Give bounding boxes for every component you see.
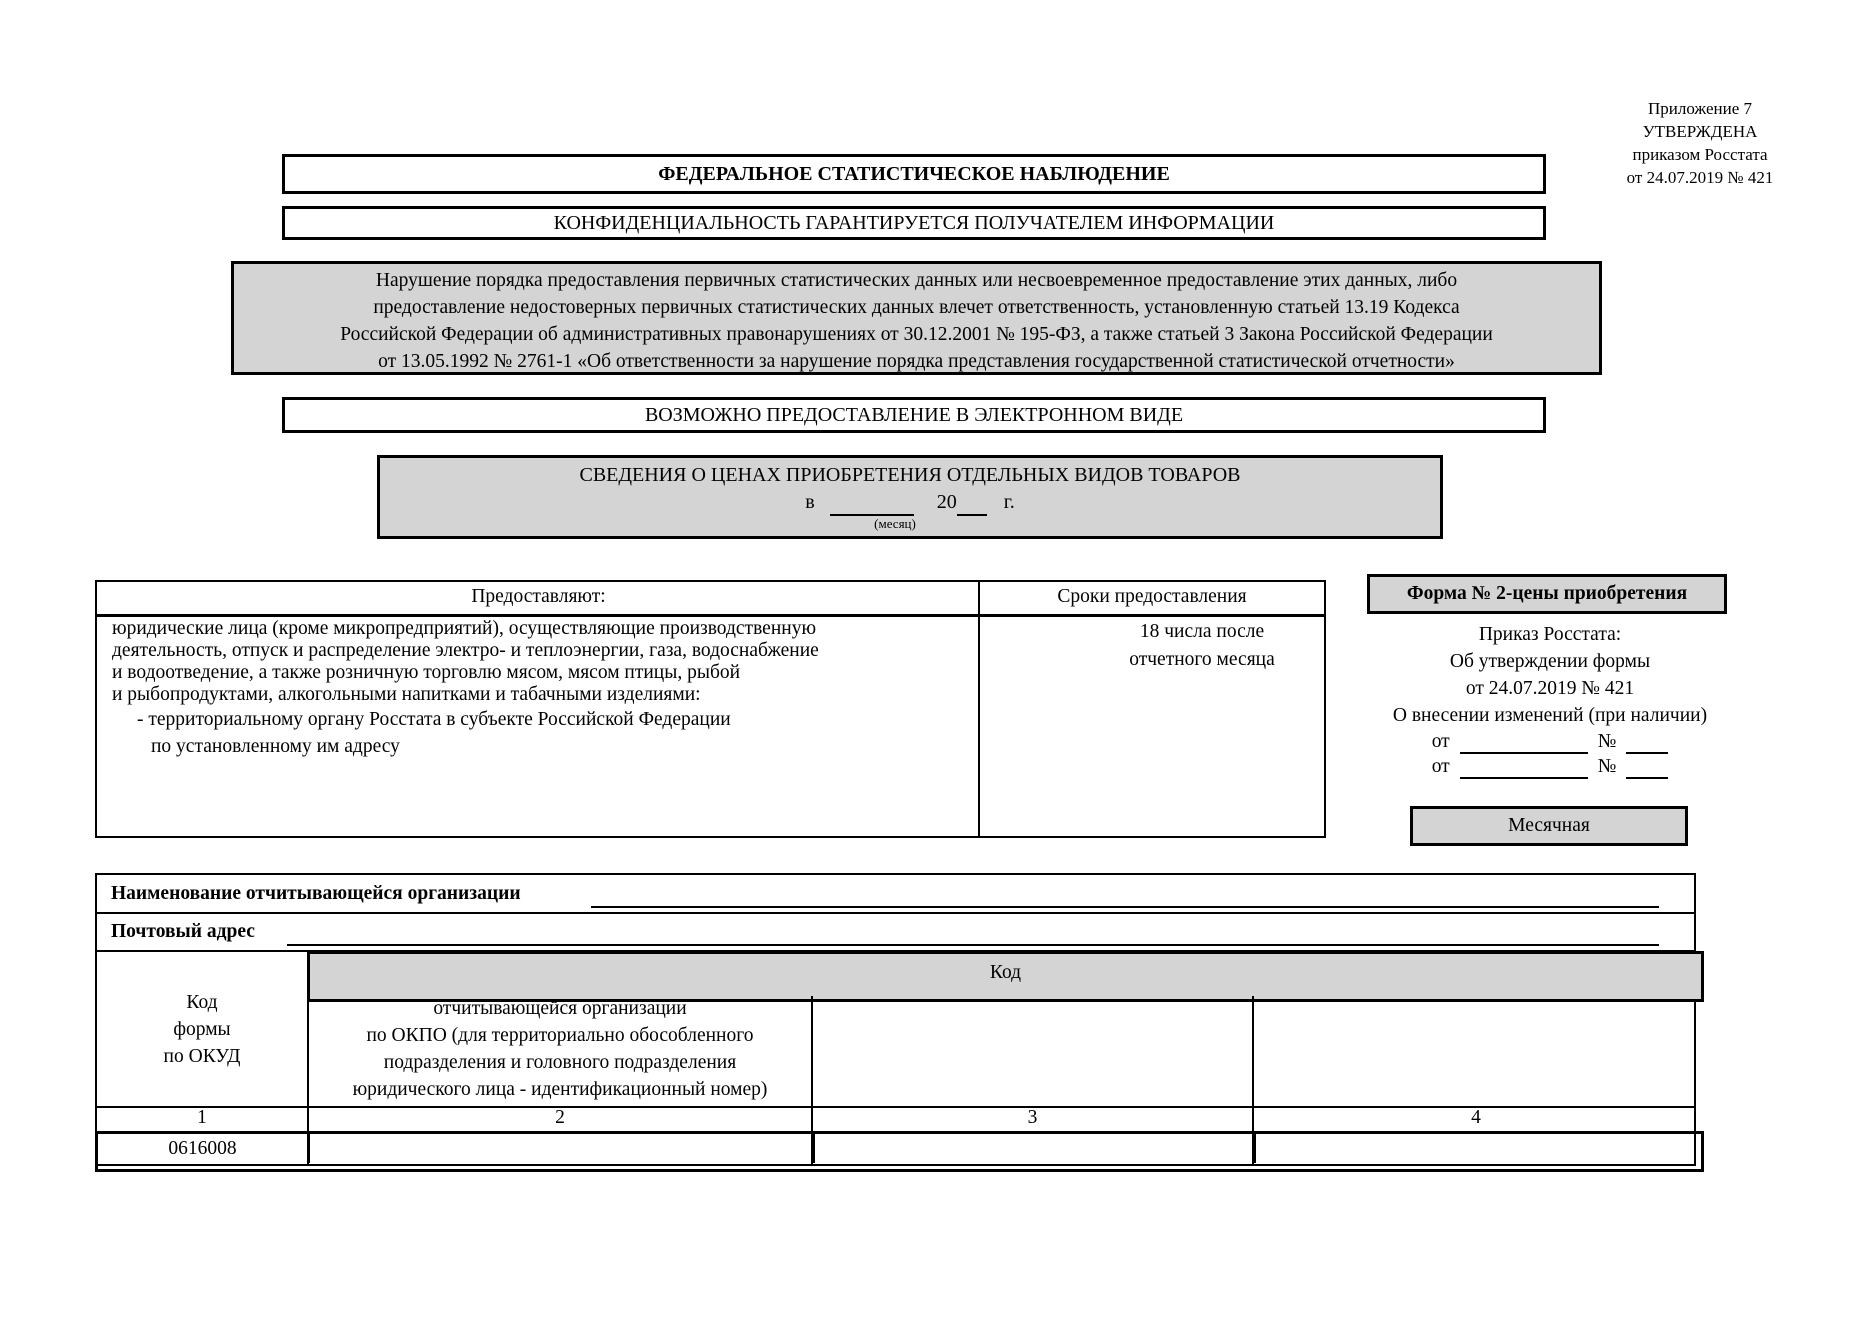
approval-label: Об утверждении формы xyxy=(1449,651,1651,672)
okud-header-line: Код xyxy=(186,992,218,1013)
code-field-3[interactable] xyxy=(815,1134,1253,1163)
year-prefix: 20 xyxy=(936,491,957,513)
org-name-field[interactable] xyxy=(591,906,1659,908)
okpo-header-line: отчитывающейся организации xyxy=(433,998,687,1019)
approval-date: от 24.07.2019 № 421 xyxy=(1465,678,1635,699)
deadline-line: 18 числа после xyxy=(1139,621,1265,642)
providers-description: юридические лица (кроме микропредприятий… xyxy=(112,618,1012,706)
col-divider xyxy=(1253,1134,1256,1163)
change-date-field[interactable] xyxy=(1459,757,1588,779)
okud-code-value: 0616008 xyxy=(168,1138,237,1159)
number-label: № xyxy=(1597,756,1617,777)
warning-line: от 13.05.1992 № 2761-1 «Об ответственнос… xyxy=(378,351,1455,372)
okpo-header-line: подразделения и головного подразделения xyxy=(383,1052,737,1073)
warning-line: Российской Федерации об административных… xyxy=(340,324,1493,345)
okpo-header-line: по ОКПО (для территориально обособленног… xyxy=(366,1025,754,1046)
submission-table: Предоставляют: Сроки предоставления юрид… xyxy=(95,580,1326,838)
period-prefix: в xyxy=(805,491,815,513)
change-row: от № xyxy=(1360,754,1740,779)
column-number: 1 xyxy=(197,1107,207,1128)
col-divider xyxy=(307,951,309,1166)
year-suffix: г. xyxy=(1003,491,1015,513)
providers-header: Предоставляют: xyxy=(97,582,980,617)
deadline-value: 18 числа после отчетного месяца xyxy=(1082,618,1322,674)
order-info: Приказ Росстата: Об утверждении формы от… xyxy=(1360,621,1740,779)
year-field[interactable] xyxy=(956,490,987,516)
code-values-row: 0616008 xyxy=(95,1131,1704,1172)
change-row: от № xyxy=(1360,729,1740,754)
change-date-field[interactable] xyxy=(1459,732,1588,754)
periodicity-badge: Месячная xyxy=(1410,806,1688,846)
col-divider xyxy=(812,1134,815,1163)
approved-by-label: приказом Росстата xyxy=(1632,145,1768,164)
recipient-list-item: - территориальному органу Росстата в суб… xyxy=(137,706,997,760)
code-field-4[interactable] xyxy=(1256,1134,1693,1163)
description-line: и водоотведение, а также розничную торго… xyxy=(112,662,741,683)
description-line: и рыбопродуктами, алкогольными напитками… xyxy=(112,684,701,705)
legal-warning: Нарушение порядка предоставления первичн… xyxy=(231,261,1602,375)
warning-line: Нарушение порядка предоставления первичн… xyxy=(375,270,1458,291)
recipient-line: - территориальному органу Росстата в суб… xyxy=(137,709,731,730)
okpo-header-line: юридического лица - идентификационный но… xyxy=(352,1079,768,1100)
form-number-badge: Форма № 2-цены приобретения xyxy=(1367,574,1727,614)
col-divider xyxy=(811,996,813,1166)
survey-title: СВЕДЕНИЯ О ЦЕНАХ ПРИОБРЕТЕНИЯ ОТДЕЛЬНЫХ … xyxy=(579,464,1241,486)
number-label: № xyxy=(1597,731,1617,752)
code-header: Код xyxy=(307,951,1704,1002)
organization-table: Наименование отчитывающейся организации … xyxy=(95,873,1704,1172)
row-divider xyxy=(97,912,1694,914)
from-label: от xyxy=(1431,756,1450,777)
approved-label: УТВЕРЖДЕНА xyxy=(1642,122,1758,141)
changes-label: О внесении изменений (при наличии) xyxy=(1392,705,1708,726)
change-number-field[interactable] xyxy=(1626,757,1669,779)
description-line: деятельность, отпуск и распределение эле… xyxy=(112,640,819,661)
appendix-label: Приложение 7 xyxy=(1648,99,1752,118)
postal-address-field[interactable] xyxy=(287,944,1659,946)
description-line: юридические лица (кроме микропредприятий… xyxy=(112,618,817,639)
warning-line: предоставление недостоверных первичных с… xyxy=(373,297,1460,318)
change-number-field[interactable] xyxy=(1626,732,1669,754)
table-divider xyxy=(978,582,980,836)
okud-header: Код формы по ОКУД xyxy=(97,989,307,1070)
column-number: 4 xyxy=(1471,1107,1481,1128)
approved-date-label: от 24.07.2019 № 421 xyxy=(1626,168,1774,187)
federal-observation-title: ФЕДЕРАЛЬНОЕ СТАТИСТИЧЕСКОЕ НАБЛЮДЕНИЕ xyxy=(282,154,1546,194)
order-title: Приказ Росстата: xyxy=(1478,624,1622,645)
electronic-submission-banner: ВОЗМОЖНО ПРЕДОСТАВЛЕНИЕ В ЭЛЕКТРОННОМ ВИ… xyxy=(282,397,1546,433)
col-divider xyxy=(307,1134,310,1163)
confidentiality-banner: КОНФИДЕНЦИАЛЬНОСТЬ ГАРАНТИРУЕТСЯ ПОЛУЧАТ… xyxy=(282,206,1546,240)
okpo-header: отчитывающейся организации по ОКПО (для … xyxy=(309,995,811,1103)
deadline-header: Сроки предоставления xyxy=(980,582,1324,617)
col-divider xyxy=(1252,996,1254,1166)
survey-title-box: СВЕДЕНИЯ О ЦЕНАХ ПРИОБРЕТЕНИЯ ОТДЕЛЬНЫХ … xyxy=(377,455,1443,539)
okud-header-line: по ОКУД xyxy=(163,1046,241,1067)
column-number: 2 xyxy=(555,1107,565,1128)
okud-header-line: формы xyxy=(173,1019,231,1040)
column-number: 3 xyxy=(1027,1107,1038,1128)
approval-block: Приложение 7 УТВЕРЖДЕНА приказом Росстат… xyxy=(1590,97,1810,189)
recipient-line: по установленному им адресу xyxy=(151,736,400,757)
from-label: от xyxy=(1431,731,1450,752)
postal-address-label: Почтовый адрес xyxy=(111,921,255,942)
month-hint: (месяц) xyxy=(874,516,916,531)
month-field[interactable] xyxy=(829,490,914,516)
deadline-line: отчетного месяца xyxy=(1129,649,1275,670)
org-name-label: Наименование отчитывающейся организации xyxy=(111,883,521,904)
okpo-code-field[interactable] xyxy=(310,1134,812,1163)
row-divider xyxy=(97,1106,1694,1108)
survey-period-line: в 20 г. xyxy=(380,490,1440,516)
